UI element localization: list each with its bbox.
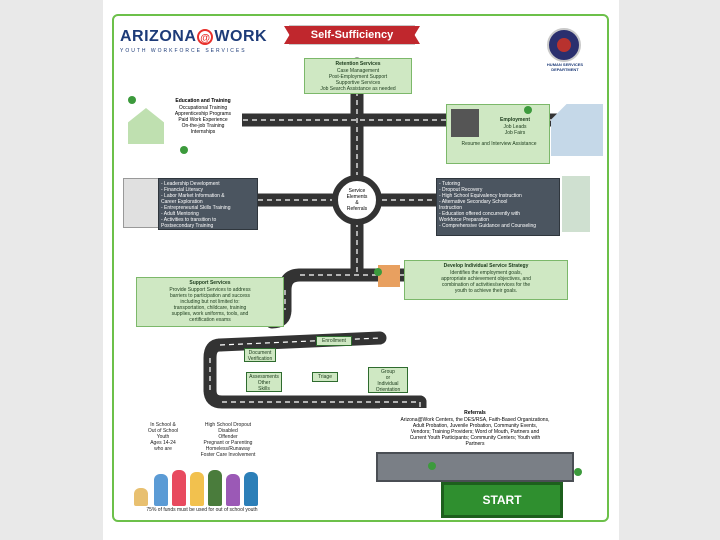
referrals-line: Partners <box>382 441 568 447</box>
seal-label: HUMAN SERVICES DEPARTMENT <box>540 62 590 72</box>
stroller-icon <box>134 488 148 506</box>
tree-icon <box>574 468 582 476</box>
strategy-title: Develop Individual Service Strategy <box>407 263 565 269</box>
tree-icon <box>128 96 136 104</box>
triage-step: Triage <box>312 372 338 382</box>
logo-tagline: YOUTH WORKFORCE SERVICES <box>120 48 280 54</box>
support-title: Support Services <box>139 280 281 286</box>
logo-text-right: WORK <box>214 28 267 45</box>
education-title: Education and Training <box>166 98 240 104</box>
right-services-box: - Tutoring - Dropout Recovery - High Sch… <box>436 178 560 236</box>
employment-line: Resume and Interview Assistance <box>451 141 547 147</box>
step-line: Verification <box>246 356 274 362</box>
logo-text-left: ARIZONA <box>120 28 196 45</box>
banner-title: Self-Sufficiency <box>284 26 420 44</box>
youth-group-illustration <box>132 462 266 506</box>
education-line: Internships <box>166 129 240 135</box>
person-icon <box>154 474 168 506</box>
title-banner: Self-Sufficiency <box>290 26 414 44</box>
building-icon <box>562 176 590 232</box>
tree-icon <box>428 462 436 470</box>
arizona-at-work-logo: ARIZONA@WORK YOUTH WORKFORCE SERVICES <box>120 28 280 68</box>
step-line: Skills <box>248 386 280 392</box>
tree-icon <box>374 268 382 276</box>
tree-icon <box>180 146 188 154</box>
school-building-icon <box>123 178 159 228</box>
office-icon <box>451 109 479 137</box>
support-line: certification exams <box>139 317 281 323</box>
house-icon <box>378 265 400 287</box>
tree-icon <box>524 106 532 114</box>
person-icon <box>226 474 240 506</box>
service-strategy-box: Develop Individual Service Strategy Iden… <box>404 260 568 300</box>
des-seal-icon <box>547 28 581 62</box>
assessments-step: Assessments Other Skills <box>246 372 282 392</box>
referrals-title: Referrals <box>382 410 568 416</box>
funding-note: 75% of funds must be used for out of sch… <box>132 507 272 513</box>
building-icon <box>128 108 164 144</box>
orientation-step: Group or Individual Orientation <box>368 367 408 393</box>
retention-title: Retention Services <box>307 61 409 67</box>
referrals-box: Referrals Arizona@Work Centers, the DES/… <box>380 408 570 452</box>
logo-at-icon: @ <box>197 29 213 45</box>
employment-line: Job Fairs <box>483 130 547 136</box>
person-icon <box>190 472 204 506</box>
enrollment-step: Enrollment <box>316 336 352 346</box>
left-services-box: - Leadership Development - Financial Lit… <box>158 178 258 230</box>
step-line: Orientation <box>370 387 406 393</box>
in-school-eligibility: In School & Out of School Youth Ages 14-… <box>136 422 190 452</box>
service-item: - Comprehensive Guidance and Counseling <box>439 223 557 229</box>
service-item: Postsecondary Training <box>161 223 255 229</box>
employment-box: Employment Job Leads Job Fairs Resume an… <box>446 104 550 164</box>
retention-line: Job Search Assistance as needed <box>307 86 409 92</box>
start-gate <box>376 452 574 482</box>
service-elements-roundabout: Service Elements & Referrals <box>332 175 382 225</box>
employment-title: Employment <box>483 117 547 123</box>
support-services-box: Support Services Provide Support Service… <box>136 277 284 327</box>
eligibility-line: who are <box>136 446 190 452</box>
person-icon <box>244 472 258 506</box>
eligibility-line: Foster Care Involvement <box>190 452 266 458</box>
start-sign: START <box>441 482 563 518</box>
center-line: Referrals <box>347 206 368 212</box>
document-verification-step: Document Verification <box>244 348 276 362</box>
person-icon <box>172 470 186 506</box>
retention-services-box: Retention Services Case Management Post-… <box>304 58 412 94</box>
barrier-eligibility: High School Dropout Disabled Offender Pr… <box>190 422 266 458</box>
person-icon <box>208 470 222 506</box>
strategy-line: youth to achieve their goals. <box>407 288 565 294</box>
